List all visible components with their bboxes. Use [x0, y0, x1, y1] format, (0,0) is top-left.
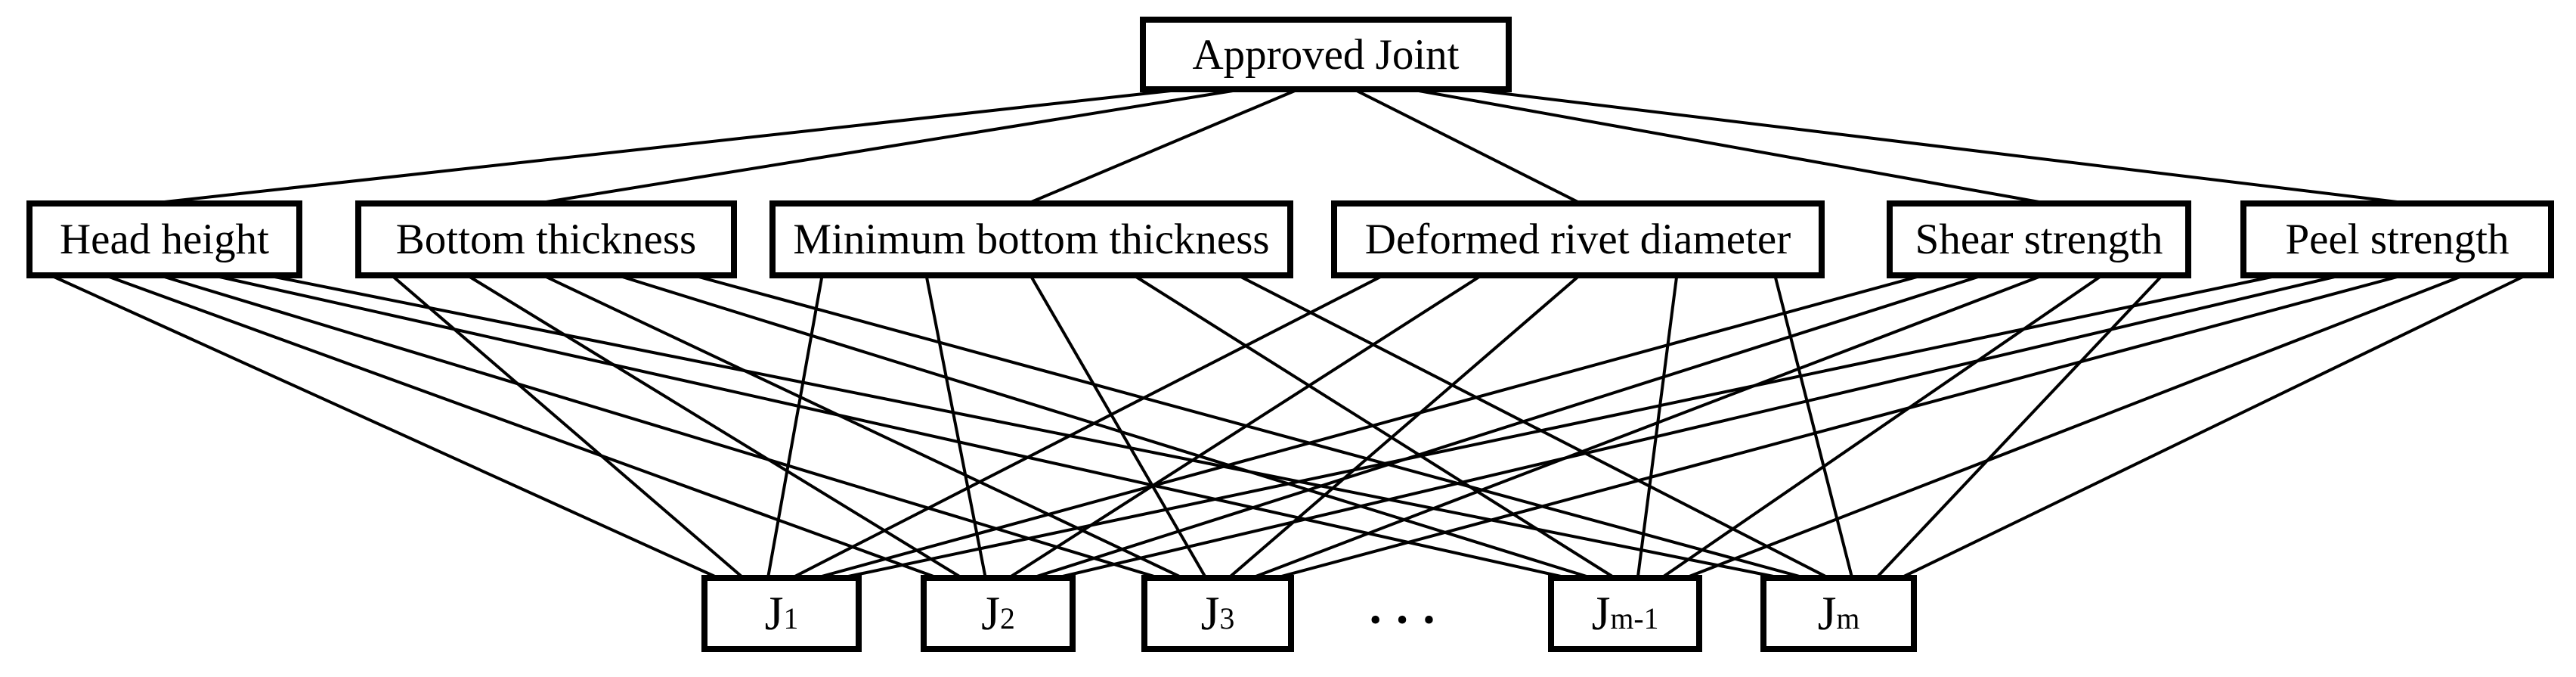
alternative-label: J: [981, 586, 1001, 640]
alternative-label: J: [1817, 586, 1837, 640]
edge-line: [1689, 275, 2461, 578]
edge-line: [1255, 275, 2040, 578]
alternative-label: J: [1200, 586, 1220, 640]
criterion-node-shear-strength: Shear strength: [1887, 200, 2191, 278]
criterion-label: Bottom thickness: [395, 216, 697, 263]
criterion-node-head-height: Head height: [26, 200, 302, 278]
criterion-label: Head height: [60, 216, 269, 263]
edge-line: [1356, 89, 1579, 203]
edge-line: [1480, 89, 2398, 203]
edge-line: [1636, 276, 1679, 577]
edge-line: [53, 275, 716, 578]
edge-line: [1662, 275, 2101, 578]
edge-line: [698, 275, 1800, 578]
edge-line: [924, 276, 987, 577]
edge-line: [1773, 276, 1853, 577]
edge-line: [621, 275, 1587, 578]
goal-label: Approved Joint: [1192, 30, 1460, 79]
criterion-node-deformed-rivet-diameter: Deformed rivet diameter: [1331, 200, 1825, 278]
alternative-label: J: [1591, 586, 1611, 640]
criterion-label: Peel strength: [2285, 216, 2509, 263]
criterion-node-peel-strength: Peel strength: [2240, 200, 2554, 278]
edge-line: [1030, 89, 1296, 203]
edge-line: [1062, 275, 2335, 578]
criterion-label: Minimum bottom thickness: [793, 216, 1270, 263]
criterion-label: Shear strength: [1915, 216, 2163, 263]
edge-line: [219, 275, 1562, 578]
criterion-node-bottom-thickness: Bottom thickness: [355, 200, 737, 278]
edge-line: [1029, 275, 1206, 578]
edge-line: [1036, 275, 1979, 578]
edge-line: [1876, 275, 2163, 578]
alternative-label: J: [764, 586, 784, 640]
edge-line: [847, 275, 2272, 578]
edge-line: [274, 275, 1774, 578]
edge-line: [1903, 275, 2524, 578]
edge-line: [546, 89, 1234, 203]
edge-line: [821, 275, 1918, 578]
edge-line: [766, 276, 824, 577]
edge-line: [1418, 89, 2039, 203]
edge-line: [1240, 275, 1827, 578]
edge-line: [1010, 275, 1480, 578]
edge-line: [1280, 275, 2398, 578]
edge-line: [163, 275, 1155, 578]
edge-line: [392, 275, 743, 578]
edge-line: [794, 275, 1382, 578]
criterion-label: Deformed rivet diameter: [1364, 216, 1791, 263]
criterion-node-minimum-bottom-thickness: Minimum bottom thickness: [769, 200, 1293, 278]
edge-line: [545, 275, 1181, 578]
edge-line: [469, 275, 961, 578]
ellipsis: •••: [1370, 601, 1451, 638]
goal-node-approved-joint: Approved Joint: [1140, 17, 1512, 92]
edge-line: [1229, 275, 1579, 578]
edge-line: [108, 275, 934, 578]
edge-line: [164, 89, 1172, 203]
